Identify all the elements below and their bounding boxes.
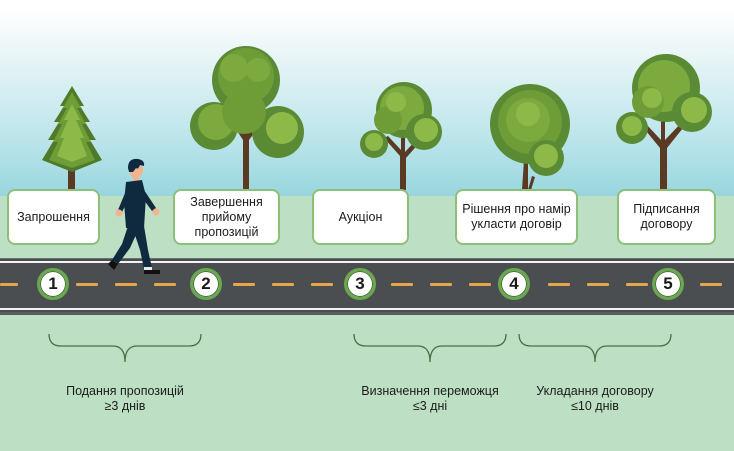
road-line-top bbox=[0, 261, 734, 263]
milestone-4: 4 bbox=[498, 268, 530, 300]
milestone-number: 2 bbox=[201, 274, 211, 293]
period-label-2: Визначення переможця ≤3 дні bbox=[345, 384, 515, 414]
period-duration: ≥3 днів bbox=[104, 399, 146, 413]
period-title: Укладання договору bbox=[536, 384, 654, 398]
period-brace-3 bbox=[518, 333, 672, 363]
stage-label: Аукціон bbox=[338, 209, 383, 224]
period-label-1: Подання пропозицій ≥3 днів bbox=[40, 384, 210, 414]
road-dash bbox=[626, 283, 648, 286]
period-label-3: Укладання договору ≤10 днів bbox=[510, 384, 680, 414]
road-dash bbox=[76, 283, 98, 286]
milestone-number: 4 bbox=[509, 274, 519, 293]
road-dash bbox=[391, 283, 413, 286]
stage-card-1: Запрошення bbox=[7, 189, 100, 245]
road-dash bbox=[311, 283, 333, 286]
road-line-bottom bbox=[0, 308, 734, 310]
deciduous-tree-icon bbox=[616, 54, 712, 190]
milestone-3: 3 bbox=[344, 268, 376, 300]
stage-card-5: Підписання договору bbox=[617, 189, 716, 245]
road-dash bbox=[272, 283, 294, 286]
road-dash bbox=[0, 283, 18, 286]
milestone-2: 2 bbox=[190, 268, 222, 300]
stage-label: Завершення прийому пропозицій bbox=[190, 194, 263, 239]
road-dash bbox=[469, 283, 491, 286]
road-dash bbox=[587, 283, 609, 286]
stage-card-2: Завершення прийому пропозицій bbox=[173, 189, 280, 245]
road-dash bbox=[154, 283, 176, 286]
milestone-number: 3 bbox=[355, 274, 365, 293]
deciduous-tree-icon bbox=[190, 46, 304, 190]
milestone-5: 5 bbox=[652, 268, 684, 300]
period-title: Визначення переможця bbox=[361, 384, 499, 398]
period-title: Подання пропозицій bbox=[66, 384, 184, 398]
road-edge-bottom bbox=[0, 312, 734, 315]
road-edge-top bbox=[0, 258, 734, 259]
road-dash bbox=[548, 283, 570, 286]
stage-label: Підписання договору bbox=[633, 202, 700, 231]
stage-label: Рішення про намір укласти договір bbox=[462, 202, 571, 231]
road-dash bbox=[233, 283, 255, 286]
road-dash bbox=[430, 283, 452, 286]
stage-label: Запрошення bbox=[17, 209, 90, 224]
walking-man-icon bbox=[108, 158, 160, 274]
period-brace-1 bbox=[48, 333, 202, 363]
milestone-1: 1 bbox=[37, 268, 69, 300]
road-dash bbox=[700, 283, 722, 286]
period-duration: ≤10 днів bbox=[571, 399, 619, 413]
stage-card-4: Рішення про намір укласти договір bbox=[455, 189, 578, 245]
period-brace-2 bbox=[353, 333, 507, 363]
pine-tree-icon bbox=[42, 86, 102, 190]
deciduous-tree-icon bbox=[360, 82, 442, 190]
stage-card-3: Аукціон bbox=[312, 189, 409, 245]
period-duration: ≤3 дні bbox=[412, 399, 448, 413]
milestone-number: 5 bbox=[663, 274, 673, 293]
round-tree-icon bbox=[490, 84, 570, 190]
road-dash bbox=[115, 283, 137, 286]
milestone-number: 1 bbox=[48, 274, 58, 293]
